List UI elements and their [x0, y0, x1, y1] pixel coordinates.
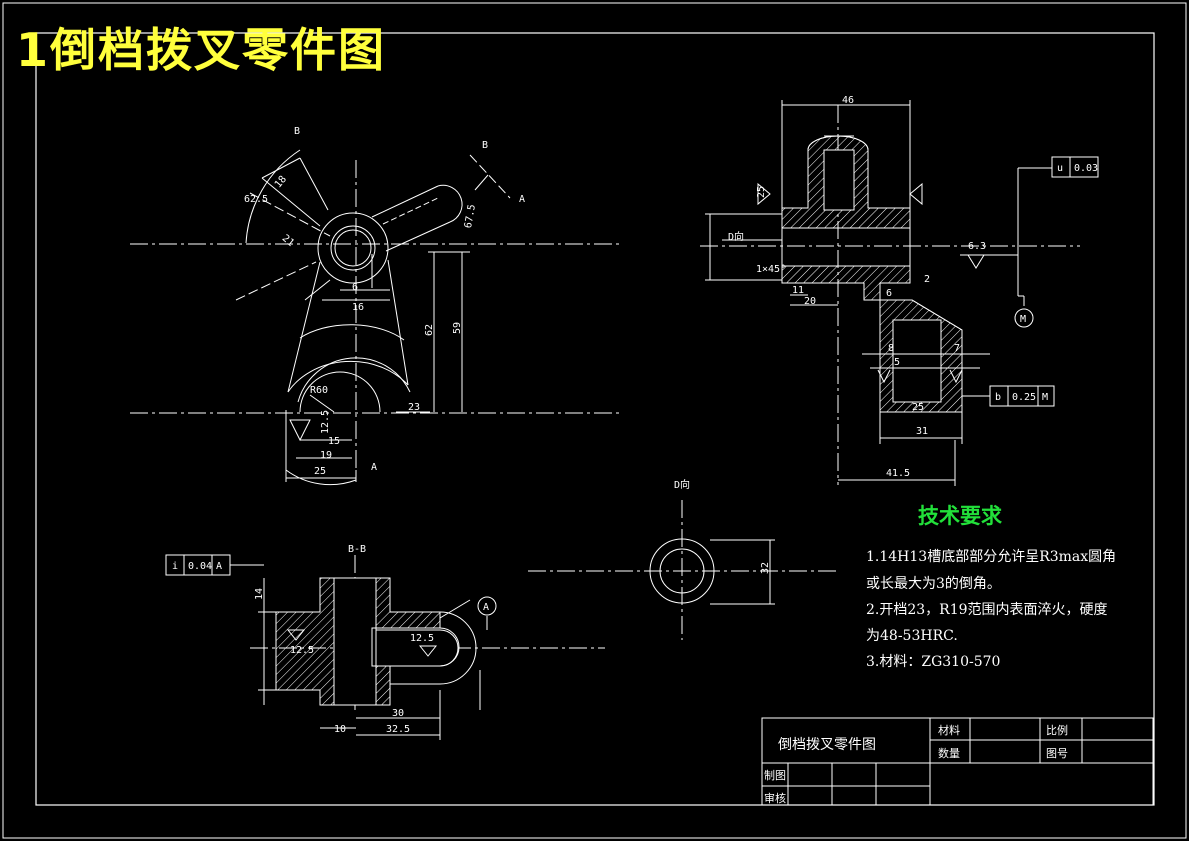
tech-req-line-1: 1.14H13槽底部部分允许呈R3max圆角 [866, 549, 1117, 565]
dim-41-5: 41.5 [886, 468, 910, 479]
view-a-label-right: A [519, 194, 525, 205]
dim-25: 25 [314, 466, 326, 477]
dim-6-3: 6.3 [968, 241, 986, 252]
title-block-checker-label: 审核 [764, 792, 786, 805]
parallel-tolerance-symbol: u [1057, 163, 1063, 174]
datum-m-label: M [1020, 314, 1026, 325]
title-block-name: 倒档拨叉零件图 [778, 737, 876, 753]
title-block-scale-label: 比例 [1046, 724, 1068, 737]
runout-tolerance-frame [989, 385, 1055, 407]
dim-20: 20 [804, 296, 816, 307]
runout-tolerance-value: 0.25 [1012, 392, 1036, 403]
dim-62: 62 [424, 324, 435, 336]
title-block-drafter-label: 制图 [764, 769, 786, 782]
tech-req-line-3: 2.开档23，R19范围内表面淬火，硬度 [866, 602, 1108, 618]
technical-requirements-title: 技术要求 [918, 503, 1002, 528]
title-block-grid [761, 717, 1154, 806]
view-b-label-right: B [482, 140, 488, 151]
datum-a-label: A [483, 602, 489, 613]
dim-12-5-left: 12.5 [290, 645, 314, 656]
dim-25-chamfer: 25 [912, 402, 924, 413]
dim-62-5: 62.5 [244, 194, 268, 205]
dim-19: 19 [320, 450, 332, 461]
dim-46: 46 [842, 95, 854, 106]
dim-10: 10 [334, 724, 346, 735]
perp-tolerance-datum: A [216, 561, 222, 572]
dim-30: 30 [392, 708, 404, 719]
dim-8: 8 [888, 343, 894, 354]
dim-32-5: 32.5 [386, 724, 410, 735]
page-title: 1倒档拨叉零件图 [16, 23, 387, 77]
dim-12-5: 12.5 [320, 410, 331, 434]
perpendicular-tolerance-frame [165, 554, 231, 576]
dim-r60: R60 [310, 385, 328, 396]
dim-6: 6 [352, 282, 358, 293]
tech-req-line-5: 3.材料：ZG310-570 [866, 654, 1001, 670]
view-a-label-bottom: A [371, 462, 377, 473]
view-d-arrow-label: D向 [728, 230, 744, 243]
perp-tolerance-value: 0.04 [188, 561, 212, 572]
dim-32: 32 [760, 562, 771, 574]
dim-16: 16 [352, 302, 364, 313]
title-block-material-label: 材料 [938, 724, 960, 737]
dim-12-5-right: 12.5 [410, 633, 434, 644]
dim-31: 31 [916, 426, 928, 437]
tech-req-line-4: 为48-53HRC. [866, 628, 958, 644]
title-block-drawing-no-label: 图号 [1046, 747, 1068, 760]
bb-section [230, 555, 605, 740]
dim-15: 15 [328, 436, 340, 447]
dim-14: 14 [254, 588, 265, 600]
runout-tolerance-symbol: b [995, 392, 1001, 403]
dim-23: 23 [408, 402, 420, 413]
inner-border [35, 32, 1155, 806]
runout-tolerance-datum: M [1042, 392, 1048, 403]
dim-21: 21 [280, 233, 296, 249]
parallel-tolerance-frame [1051, 156, 1099, 178]
dim-1x45: 1×45° [756, 264, 786, 275]
view-d-label: D向 [674, 478, 690, 491]
dim-7: 7 [954, 343, 960, 354]
dim-5: 5 [894, 357, 900, 368]
perp-tolerance-symbol: i [172, 561, 178, 572]
dim-11: 11 [792, 285, 804, 296]
dim-18: 18 [273, 174, 289, 190]
title-block-quantity-label: 数量 [938, 747, 960, 760]
dim-6b: 6 [886, 288, 892, 299]
section-bb-label: B-B [348, 544, 366, 555]
section-view [700, 100, 1080, 486]
d-view [528, 500, 840, 640]
view-b-label-left: B [294, 126, 300, 137]
main-view [130, 149, 620, 486]
parallel-tolerance-value: 0.03 [1074, 163, 1098, 174]
dim-59: 59 [452, 322, 463, 334]
dim-67-5: 67.5 [463, 203, 478, 229]
dim-25-roughness: 25 [756, 186, 767, 198]
tech-req-line-2: 或长最大为3的倒角。 [866, 576, 1001, 592]
dim-2: 2 [924, 274, 930, 285]
